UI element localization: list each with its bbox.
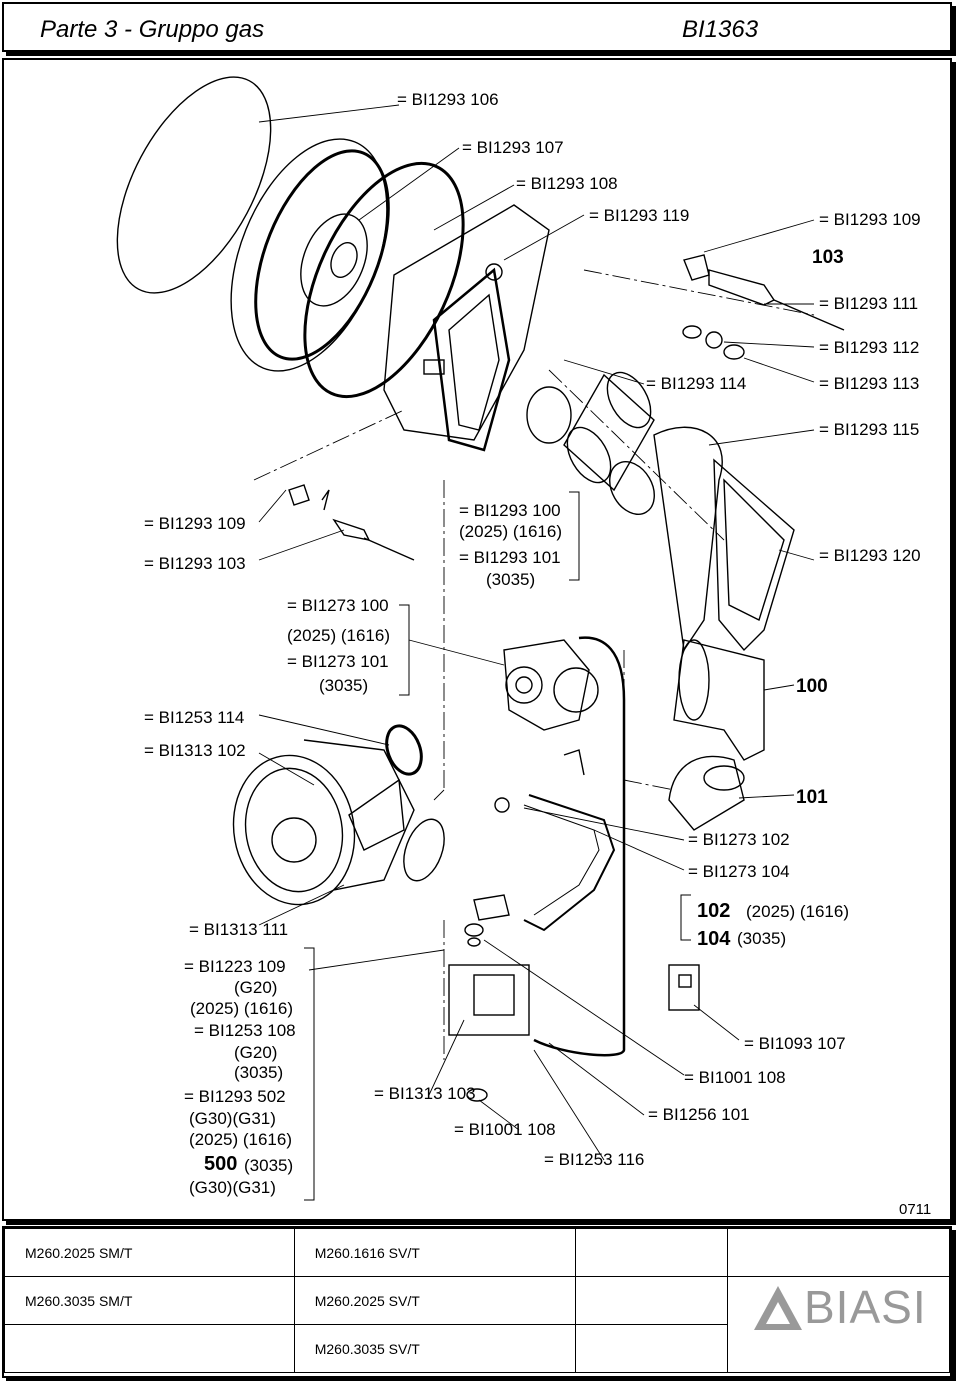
label-bi1293-106: = BI1293 106 [397,90,499,109]
label-bi1256-101: = BI1256 101 [648,1105,750,1124]
burner-o-ring-shape [526,386,572,444]
label-bi1001-108-b: = BI1001 108 [454,1120,556,1139]
label-bi1253-108-models: (3035) [234,1063,284,1082]
large-o-ring-shape [116,76,272,294]
page-code: BI1363 [682,16,759,43]
axis-lines [253,269,815,1060]
left-electrode-shape [288,484,415,561]
label-bi1293-107: = BI1293 107 [462,138,564,157]
label-bi1273-101: = BI1273 101 [287,652,389,671]
label-bi1293-502-models: (2025) (1616) [189,1130,293,1149]
label-101: 101 [796,787,828,808]
label-bi1293-111: = BI1293 111 [819,294,919,313]
drawing-revision: 0711 [899,1201,932,1218]
label-bi1273-101-models: (3035) [319,676,369,695]
table-cell [575,1276,729,1325]
label-bi1293-115: = BI1293 115 [819,420,920,439]
table-cell [575,1228,729,1277]
label-bi1293-101-models: (3035) [486,570,536,589]
label-bi1293-120: = BI1293 120 [819,546,921,565]
table-cell [727,1324,950,1373]
label-bi1293-108: = BI1293 108 [516,174,618,193]
burner-cylinder-shape [563,371,655,515]
ignition-cable-shape [533,636,626,1057]
page-title: Parte 3 - Gruppo gas [40,16,265,43]
relay-shape [668,964,700,1011]
label-bi1293-112: = BI1293 112 [819,338,920,357]
table-cell: M260.2025 SM/T [4,1228,295,1277]
table-cell [727,1228,950,1277]
label-bi1293-502: = BI1293 502 [184,1087,286,1106]
page-header: Parte 3 - Gruppo gas BI1363 [2,2,952,52]
brand-name: BIASI [804,1281,927,1333]
label-bi1273-100: = BI1273 100 [287,596,389,615]
mixer-cover-shape [653,426,795,652]
label-104: 104 [697,928,731,950]
label-bi1223-109-gas: (G20) [234,978,278,997]
label-100: 100 [796,676,828,697]
label-bi1313-103: = BI1313 103 [374,1084,476,1103]
biasi-logo-icon [754,1286,802,1330]
table-cell: M260.3035 SM/T [4,1276,295,1325]
label-103: 103 [812,247,844,268]
label-bi1313-111: = BI1313 111 [189,920,289,939]
burner-plate-shape [383,204,550,452]
exploded-diagram-panel: = BI1293 106 = BI1293 107 = BI1293 108 =… [2,58,952,1221]
label-bi1293-502-gas: (G30)(G31) [189,1109,276,1128]
table-row: M260.2025 SM/T M260.1616 SV/T [4,1228,950,1277]
gas-pipe-shape [473,749,616,932]
label-bi1273-104: = BI1273 104 [688,862,790,881]
table-row: M260.3035 SM/T M260.2025 SV/T [4,1276,950,1325]
label-104-models: (3035) [737,929,787,948]
label-bi1293-100: = BI1293 100 [459,501,561,520]
label-bi1223-109: = BI1223 109 [184,957,286,976]
table-cell [4,1324,295,1373]
label-bi1293-109-a: = BI1293 109 [819,210,921,229]
label-500: 500 [204,1153,238,1175]
label-bi1253-108: = BI1253 108 [194,1021,296,1040]
label-bi1293-100-models: (2025) (1616) [459,522,563,541]
gas-valve-shape [448,923,530,1102]
fan-shape [503,639,599,731]
models-footer: M260.2025 SM/T M260.1616 SV/T M260.3035 … [2,1226,952,1378]
label-bi1313-102: = BI1313 102 [144,741,246,760]
table-cell: M260.2025 SV/T [293,1276,577,1325]
label-bi1293-103: = BI1293 103 [144,554,246,573]
exploded-drawing [116,76,845,1201]
label-bi1293-113: = BI1293 113 [819,374,920,393]
table-cell [575,1324,729,1373]
label-bi1273-102: = BI1273 102 [688,830,790,849]
label-500-gas: (G30)(G31) [189,1178,276,1197]
venturi-tube-shape [673,639,765,761]
label-bi1253-116: = BI1253 116 [544,1150,645,1169]
leader-lines [258,104,815,1161]
models-table: M260.2025 SM/T M260.1616 SV/T M260.3035 … [4,1228,950,1373]
brackets [304,491,691,1201]
label-bi1293-109-b: = BI1293 109 [144,514,246,533]
label-500-models: (3035) [244,1156,294,1175]
blower-motor-shape [232,739,445,906]
label-bi1253-114: = BI1253 114 [144,708,245,727]
label-bi1223-109-models: (2025) (1616) [190,999,294,1018]
label-bi1253-108-gas: (G20) [234,1043,278,1062]
label-bi1273-100-models: (2025) (1616) [287,626,391,645]
table-cell: M260.1616 SV/T [293,1228,577,1277]
label-bi1293-101: = BI1293 101 [459,548,561,567]
burner-door-shape [230,138,390,372]
door-gasket-shape [303,161,465,399]
label-bi1001-108-a: = BI1001 108 [684,1068,786,1087]
fan-gasket-shape [385,724,423,776]
label-102: 102 [697,900,731,922]
label-bi1293-114: = BI1293 114 [646,374,747,393]
label-bi1293-119: = BI1293 119 [589,206,690,225]
label-bi1093-107: = BI1093 107 [744,1034,846,1053]
elbow-shape [668,755,745,831]
label-102-models: (2025) (1616) [746,902,850,921]
table-cell: M260.3035 SV/T [293,1324,577,1373]
electrode-shape [682,254,845,360]
table-row: M260.3035 SV/T [4,1324,950,1373]
